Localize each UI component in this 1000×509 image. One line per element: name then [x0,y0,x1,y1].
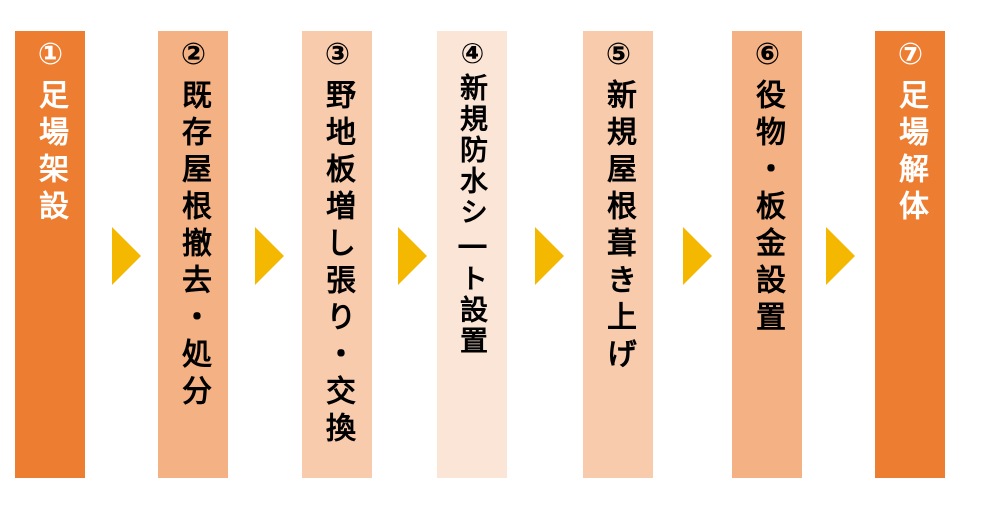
step-2-label: ②既存屋根撤去・処分 [176,37,211,412]
step-6-label: ⑥役物・板金設置 [750,37,785,338]
step-7-scaffold-removal: ⑦足場解体 [875,31,945,478]
flow-arrow-4 [535,227,564,285]
step-3-sheathing-board: ③野地板増し張り・交換 [302,31,372,478]
flow-arrow-6 [826,227,855,285]
step-7-label: ⑦足場解体 [893,37,928,227]
step-3-label: ③野地板増し張り・交換 [320,37,355,449]
step-5-label: ⑤新規屋根葺き上げ [601,37,636,375]
step-5-new-roofing: ⑤新規屋根葺き上げ [583,31,653,478]
step-4-label: ④新規防水シ―ト設置 [456,37,489,357]
flow-arrow-2 [255,227,284,285]
step-2-old-roof-removal: ②既存屋根撤去・処分 [158,31,228,478]
flow-arrow-5 [683,227,712,285]
step-1-label: ①足場架設 [33,37,68,227]
step-1-scaffold-setup: ①足場架設 [15,31,85,478]
step-4-waterproof-sheet: ④新規防水シ―ト設置 [437,31,507,478]
flow-arrow-1 [112,227,141,285]
flow-arrow-3 [398,227,427,285]
step-6-flashing-install: ⑥役物・板金設置 [732,31,802,478]
